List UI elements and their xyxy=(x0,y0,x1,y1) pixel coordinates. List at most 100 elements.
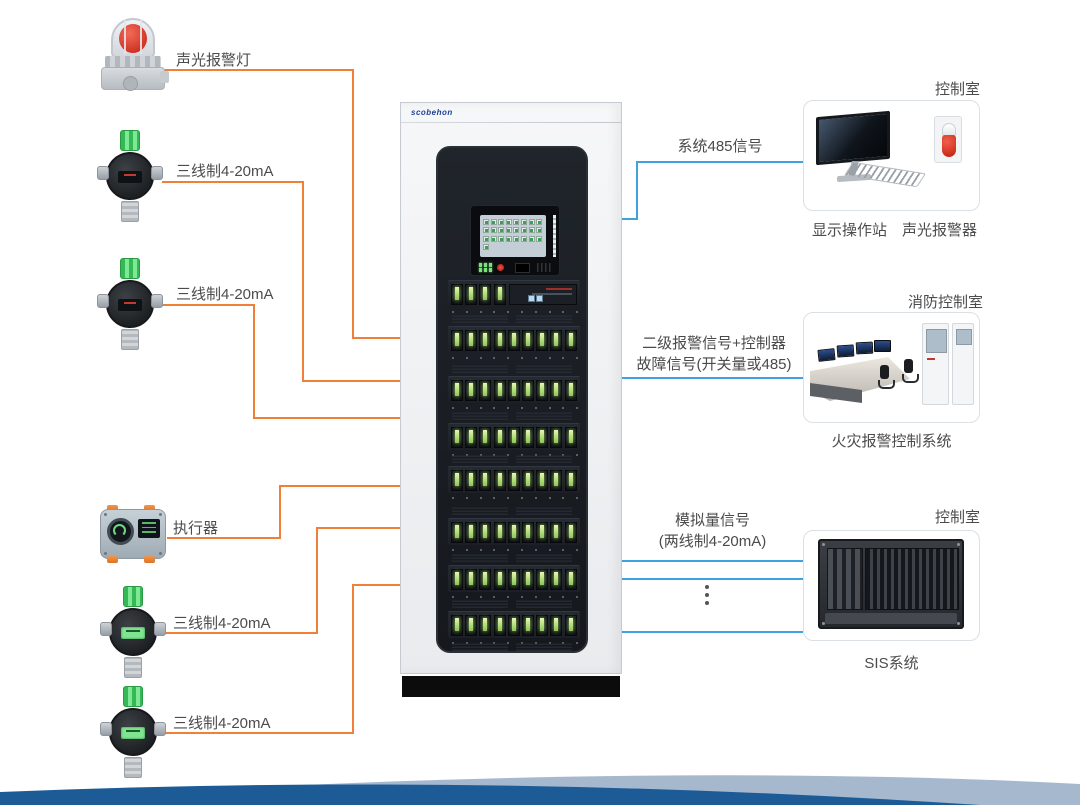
hmi-speaker-grille-icon xyxy=(537,263,553,272)
io-module xyxy=(564,427,577,448)
actuator-screw xyxy=(159,552,162,555)
room-label-control-2: 控制室 xyxy=(934,509,980,526)
panel-screw xyxy=(576,596,579,598)
gas-detector-1 xyxy=(97,130,163,224)
detector-display xyxy=(118,299,142,311)
io-module xyxy=(493,330,506,351)
hmi-controls xyxy=(479,262,555,273)
detector-port-right xyxy=(151,294,163,308)
io-module xyxy=(507,470,520,491)
hmi-app-tile xyxy=(483,235,489,242)
console-monitor xyxy=(874,340,891,352)
signal-label-alarm-line2: 故障信号(开关量或485) xyxy=(636,356,792,373)
field-wires xyxy=(159,69,400,734)
panel-screw xyxy=(521,497,523,499)
detector-display xyxy=(118,171,142,183)
io-module xyxy=(493,427,506,448)
panel-screw xyxy=(493,407,496,409)
detector-sensor xyxy=(121,329,139,350)
io-module xyxy=(550,470,563,491)
panel-screw xyxy=(507,454,510,456)
beacon-red-lamp-icon xyxy=(119,24,147,53)
hmi-app-tile xyxy=(521,235,527,242)
io-module xyxy=(479,615,492,636)
gas-detector-3 xyxy=(100,586,166,680)
detector-cap xyxy=(120,130,140,151)
io-module xyxy=(465,569,478,590)
panel-screw xyxy=(562,497,565,499)
station-fire-control xyxy=(803,312,980,423)
hmi-app-tile xyxy=(505,219,512,225)
room-label-control-1: 控制室 xyxy=(934,81,980,98)
io-module xyxy=(507,330,520,351)
hmi-app-tile xyxy=(505,235,512,242)
alarm-beacon xyxy=(98,18,169,94)
hmi-app-tile xyxy=(490,235,497,242)
io-module xyxy=(465,522,478,543)
panel-screw xyxy=(479,596,482,598)
panel-screw xyxy=(548,596,551,598)
vent-grille xyxy=(452,454,508,463)
caption-operator-station: 显示操作站 xyxy=(812,222,888,239)
detector-sensor xyxy=(121,201,139,222)
panel-screw xyxy=(493,596,496,598)
io-module xyxy=(536,569,549,590)
vent-grille xyxy=(452,506,508,515)
actuator-display xyxy=(138,519,160,538)
vent-grille xyxy=(452,599,508,608)
io-module xyxy=(550,522,563,543)
panel-screw xyxy=(562,596,565,598)
panel-screw xyxy=(534,549,537,551)
panel-screw xyxy=(576,357,579,359)
rack-screw xyxy=(957,543,960,546)
panel-screw xyxy=(576,407,579,409)
vent-grille xyxy=(516,642,572,651)
io-module xyxy=(479,380,492,401)
chair-icon xyxy=(878,365,895,389)
panel-screw xyxy=(465,596,468,598)
io-module xyxy=(536,470,549,491)
actuator-fitting xyxy=(144,505,155,512)
io-module xyxy=(451,380,463,401)
hmi-status-led xyxy=(484,268,487,272)
hmi-panel xyxy=(470,205,560,276)
caption-sounder: 声光报警器 xyxy=(902,222,978,239)
beacon-collar xyxy=(105,56,161,68)
controller-plate xyxy=(509,284,577,305)
fire-cabinet-1 xyxy=(922,323,949,405)
panel-screw xyxy=(548,311,551,313)
beacon-cage-bar xyxy=(124,20,126,54)
io-module xyxy=(479,427,492,448)
detector-cap xyxy=(123,686,143,707)
io-module xyxy=(465,380,478,401)
room-label-fire-control: 消防控制室 xyxy=(907,294,983,311)
hmi-status-led xyxy=(479,263,482,267)
panel-screw xyxy=(452,596,454,598)
actuator-fitting xyxy=(107,505,118,512)
cabinet-base xyxy=(402,676,620,697)
io-module xyxy=(522,330,534,351)
io-module xyxy=(564,569,577,590)
panel-screw xyxy=(548,357,551,359)
io-module xyxy=(465,470,478,491)
io-module xyxy=(550,380,563,401)
console-monitor xyxy=(817,348,836,362)
io-module xyxy=(451,427,463,448)
station-operator xyxy=(803,100,980,211)
panel-screw xyxy=(576,311,579,313)
panel-screw xyxy=(562,311,565,313)
panel-screw xyxy=(507,642,510,644)
caption-sis-system: SIS系统 xyxy=(864,655,919,672)
detector-port-left xyxy=(97,294,109,308)
panel-screw xyxy=(452,311,454,313)
rack-screw xyxy=(822,622,825,625)
panel-screw xyxy=(465,311,468,313)
hmi-status-led xyxy=(489,268,492,272)
panel-screw xyxy=(576,549,579,551)
rack-bottom-panel xyxy=(825,613,957,624)
panel-screw xyxy=(562,549,565,551)
io-module xyxy=(451,284,463,305)
detector-port-left xyxy=(100,622,112,636)
signal-label-analog: 模拟量信号 (两线制4-20mA) xyxy=(622,510,803,552)
